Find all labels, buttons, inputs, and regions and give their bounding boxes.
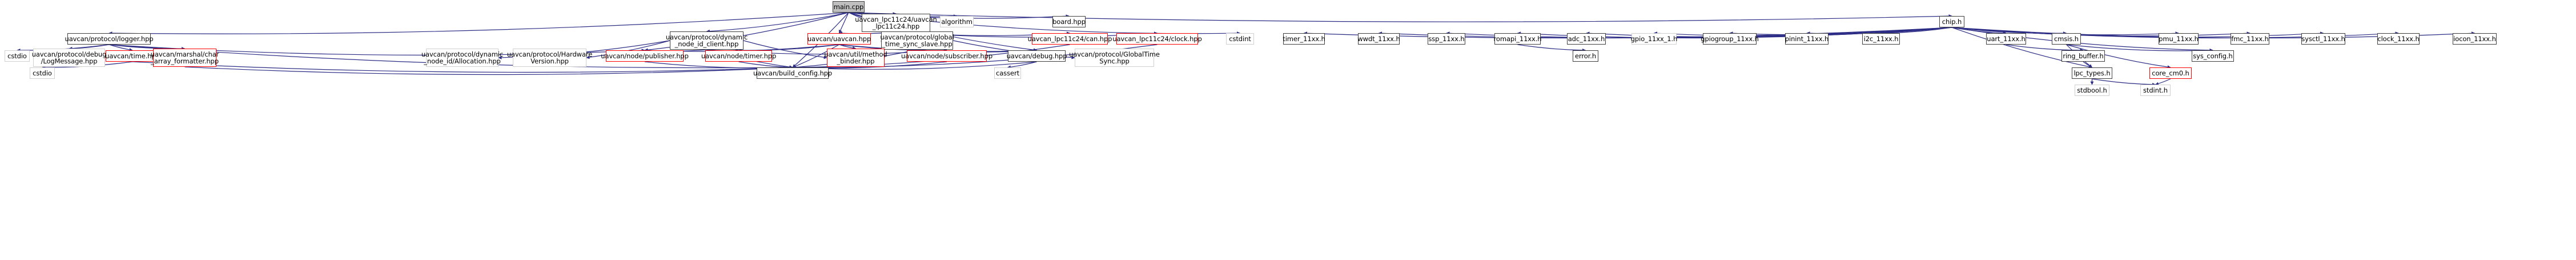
graph-node-cstdio[interactable]: cstdio xyxy=(5,50,30,62)
graph-node-sysctl_11xx[interactable]: sysctl_11xx.h xyxy=(2301,33,2345,45)
graph-node-gpio_11xx_1[interactable]: gpio_11xx_1.h xyxy=(1631,33,1677,45)
graph-node-i2c_11xx[interactable]: i2c_11xx.h xyxy=(1862,33,1900,45)
graph-edge-lpc_types_h-to-stdint_h xyxy=(2092,78,2156,86)
graph-edge-uavcan_uavcan_hpp-to-method_binder xyxy=(839,44,857,50)
graph-node-pinint_11xx[interactable]: pinint_11xx.h xyxy=(1785,33,1828,45)
graph-edge-char_array_formatter-to-build_config xyxy=(184,66,793,75)
graph-edge-logger_hpp-to-uavcan_time_hpp xyxy=(108,44,133,52)
graph-node-log_message[interactable]: uavcan/protocol/debug /LogMessage.hpp xyxy=(32,49,106,67)
graph-node-pmu_11xx[interactable]: pmu_11xx.h xyxy=(2159,33,2199,45)
graph-node-global_time_sync[interactable]: uavcan/protocol/GlobalTime Sync.hpp xyxy=(1069,49,1160,67)
graph-node-error_h[interactable]: error.h xyxy=(1573,50,1598,62)
graph-node-stdint_h[interactable]: stdint.h xyxy=(2140,85,2171,96)
graph-edge-uavcan_debug_hpp-to-cassert xyxy=(1007,61,1037,69)
graph-node-board_hpp[interactable]: board.hpp xyxy=(1052,16,1086,27)
graph-node-algorithm[interactable]: algorithm xyxy=(940,16,974,27)
graph-node-main[interactable]: main.cpp xyxy=(833,1,865,13)
graph-edge-logger_hpp-to-log_message xyxy=(69,44,110,50)
graph-node-timer_11xx[interactable]: timer_11xx.h xyxy=(1283,33,1325,45)
graph-node-lpc_types_h[interactable]: lpc_types.h xyxy=(2072,67,2112,79)
graph-edge-main-to-logger_hpp xyxy=(108,12,849,35)
graph-edge-chip_h-to-i2c_11xx xyxy=(1880,27,1952,35)
graph-node-cmsis_h[interactable]: cmsis.h xyxy=(2052,33,2081,45)
graph-node-stdbool_h[interactable]: stdbool.h xyxy=(2075,85,2109,96)
graph-edge-core_cm0_h-to-stdint_h xyxy=(2155,78,2171,86)
graph-node-sys_config_h[interactable]: sys_config.h xyxy=(2192,50,2234,62)
graph-edge-uart_11xx-to-ring_buffer_h xyxy=(2006,44,2084,52)
graph-node-dynamic_node_id_client[interactable]: uavcan/protocol/dynamic _node_id_client.… xyxy=(666,31,748,50)
graph-node-dnid_allocation[interactable]: uavcan/protocol/dynamic _node_id/Allocat… xyxy=(421,49,503,67)
graph-edge-chip_h-to-cmsis_h xyxy=(1951,27,2067,35)
graph-edge-chip_h-to-uart_11xx xyxy=(1951,27,2007,35)
graph-node-char_array_formatter[interactable]: uavcan/marshal/char _array_formatter.hpp xyxy=(151,49,219,67)
graph-node-cstdint_a[interactable]: cstdint xyxy=(1226,33,1254,45)
graph-edge-node_timer-to-build_config xyxy=(738,61,793,69)
graph-node-cstdio_b[interactable]: cstdio xyxy=(30,67,55,79)
graph-node-clock_11xx[interactable]: clock_11xx.h xyxy=(2377,33,2420,45)
graph-node-chip_h[interactable]: chip.h xyxy=(1939,16,1964,27)
graph-node-adc_11xx[interactable]: adc_11xx.h xyxy=(1567,33,1606,45)
graph-edge-chip_h-to-gpiogroup_11xx xyxy=(1729,27,1952,35)
graph-node-uart_11xx[interactable]: uart_11xx.h xyxy=(1986,33,2026,45)
graph-node-wwdt_11xx[interactable]: wwdt_11xx.h xyxy=(1357,33,1400,45)
graph-node-build_config[interactable]: uavcan/build_config.hpp xyxy=(753,67,832,79)
graph-edge-main-to-chip_h xyxy=(848,12,1952,22)
graph-node-uavcan_debug_hpp[interactable]: uavcan/debug.hpp xyxy=(1007,50,1067,62)
graph-edge-main-to-dynamic_node_id_client xyxy=(706,12,849,33)
graph-edge-chip_h-to-timer_11xx xyxy=(1303,27,1952,39)
graph-node-uavcan_lpc11c24_hpp[interactable]: uavcan_lpc11c24/uavcan _lpc11c24.hpp xyxy=(855,14,937,32)
graph-node-hardware_version[interactable]: uavcan/protocol/Hardware Version.hpp xyxy=(507,49,592,67)
graph-node-fmc_11xx[interactable]: fmc_11xx.h xyxy=(2231,33,2269,45)
graph-node-gts_slave[interactable]: uavcan/protocol/global _time_sync_slave.… xyxy=(880,31,954,50)
graph-node-lpc11c24_can_hpp[interactable]: uavcan_lpc11c24/can.hpp xyxy=(1028,33,1112,45)
graph-node-gpiogroup_11xx[interactable]: gpiogroup_11xx.h xyxy=(1701,33,1759,45)
graph-node-ring_buffer_h[interactable]: ring_buffer.h xyxy=(2061,50,2105,62)
graph-node-romapi_11xx[interactable]: romapi_11xx.h xyxy=(1494,33,1542,45)
graph-edge-uavcan_uavcan_hpp-to-node_timer xyxy=(738,44,839,53)
graph-node-logger_hpp[interactable]: uavcan/protocol/logger.hpp xyxy=(65,33,154,45)
graph-node-uavcan_uavcan_hpp[interactable]: uavcan/uavcan.hpp xyxy=(807,33,871,45)
graph-node-cassert[interactable]: cassert xyxy=(994,67,1021,79)
graph-node-core_cm0_h[interactable]: core_cm0.h xyxy=(2149,67,2192,79)
graph-node-node_publisher[interactable]: uavcan/node/publisher.hpp xyxy=(601,50,689,62)
graph-node-method_binder[interactable]: uavcan/util/method _binder.hpp xyxy=(824,49,887,67)
graph-node-node_subscriber[interactable]: uavcan/node/subscriber.hpp xyxy=(901,50,992,62)
graph-edge-romapi_11xx-to-error_h xyxy=(1517,44,1586,52)
graph-node-node_timer[interactable]: uavcan/node/timer.hpp xyxy=(701,50,776,62)
graph-node-iocon_11xx[interactable]: iocon_11xx.h xyxy=(2453,33,2497,45)
graph-node-ssp_11xx[interactable]: ssp_11xx.h xyxy=(1428,33,1465,45)
graph-node-lpc11c24_clock_hpp[interactable]: uavcan_lpc11c24/clock.hpp xyxy=(1112,33,1202,45)
graph-edge-main-to-uavcan_uavcan_hpp xyxy=(838,12,849,34)
graph-edge-ring_buffer_h-to-lpc_types_h xyxy=(2083,61,2093,68)
